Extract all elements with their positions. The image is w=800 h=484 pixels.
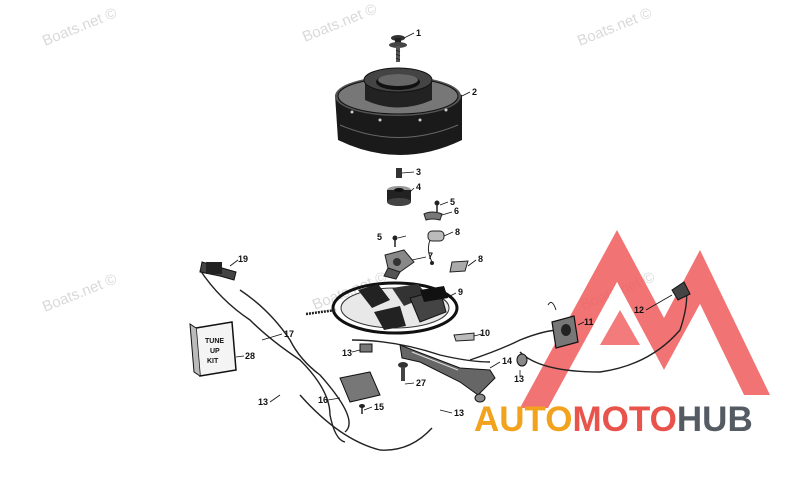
part-bushing xyxy=(387,186,411,206)
brand-logo-triangle xyxy=(520,230,770,408)
brand-wordmark: AUTOMOTOHUB xyxy=(474,400,753,440)
callout-5a: 5 xyxy=(450,197,455,207)
part-clip xyxy=(359,343,373,353)
leader-lines xyxy=(229,32,673,414)
callout-15: 15 xyxy=(374,402,384,412)
callout-13a: 13 xyxy=(342,348,352,358)
callout-27: 27 xyxy=(416,378,426,388)
part-flywheel xyxy=(335,67,462,155)
part-clamp xyxy=(423,211,443,221)
callout-8a: 8 xyxy=(455,227,460,237)
callout-14: 14 xyxy=(502,356,512,366)
part-screw-left xyxy=(392,235,398,247)
callout-7: 7 xyxy=(428,251,433,261)
part-bolt xyxy=(389,35,407,62)
brand-part-hub: HUB xyxy=(676,400,753,439)
wire-harness xyxy=(199,269,688,451)
callout-10: 10 xyxy=(480,328,490,338)
tuneup-kit-line3: KIT xyxy=(207,358,219,365)
callout-4: 4 xyxy=(416,182,421,192)
part-grommet xyxy=(474,353,528,403)
part-pad xyxy=(449,260,469,273)
part-wedge xyxy=(453,332,475,342)
callout-1: 1 xyxy=(416,28,421,38)
tuneup-kit-line2: UP xyxy=(210,348,220,355)
callout-16: 16 xyxy=(318,395,328,405)
callout-28: 28 xyxy=(245,351,255,361)
callout-17: 17 xyxy=(284,329,294,339)
part-condenser xyxy=(427,230,445,265)
part-lever xyxy=(399,344,496,396)
callout-5b: 5 xyxy=(377,232,382,242)
callout-3: 3 xyxy=(416,167,421,177)
callout-9: 9 xyxy=(458,287,463,297)
callout-13d: 13 xyxy=(514,374,524,384)
part-ignition-coil xyxy=(547,301,579,349)
part-point-set xyxy=(383,249,415,280)
callout-6: 6 xyxy=(454,206,459,216)
callout-2: 2 xyxy=(472,87,477,97)
tuneup-kit-line1: TUNE xyxy=(205,338,224,345)
part-screw-27 xyxy=(398,362,408,381)
brand-part-moto: MOTO xyxy=(572,400,677,439)
callout-13c: 13 xyxy=(454,408,464,418)
part-cover xyxy=(339,371,381,403)
tuneup-kit-box: TUNE UP KIT xyxy=(189,321,237,377)
callout-11: 11 xyxy=(584,317,594,327)
brand-part-auto: AUTO xyxy=(474,400,573,439)
part-stator-plate xyxy=(305,281,459,335)
part-key xyxy=(396,168,402,178)
callout-19: 19 xyxy=(238,254,248,264)
callout-13b: 13 xyxy=(258,397,268,407)
part-screw xyxy=(434,200,440,212)
callout-8b: 8 xyxy=(478,254,483,264)
callout-12: 12 xyxy=(634,305,644,315)
part-screw-15 xyxy=(359,404,365,414)
part-coil-lead xyxy=(671,281,691,301)
part-plug-connector xyxy=(199,261,237,281)
